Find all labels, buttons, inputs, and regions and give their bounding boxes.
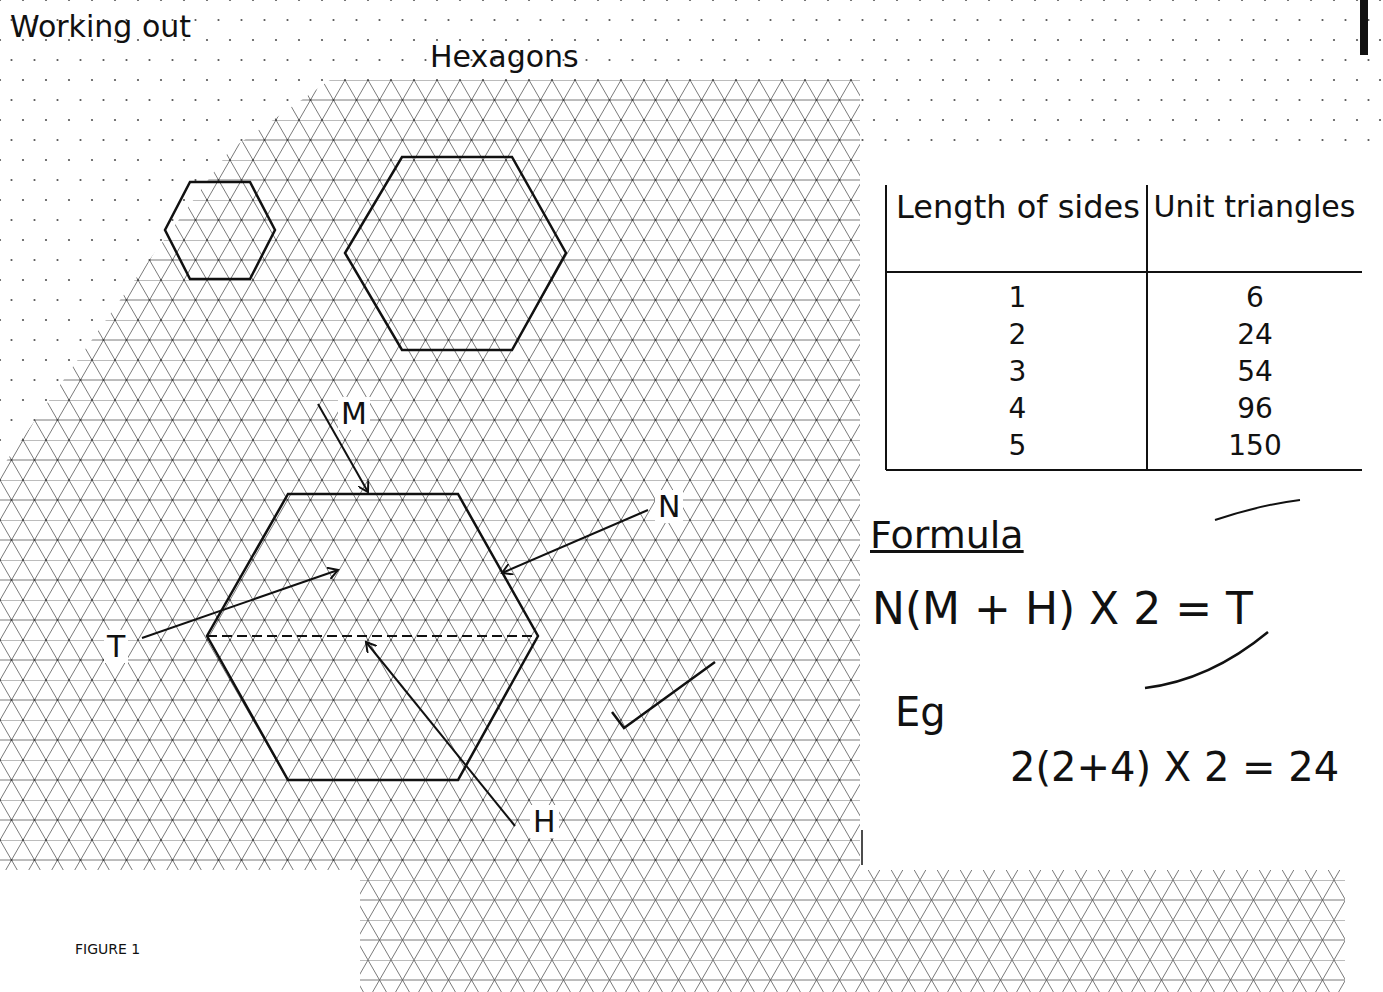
small-hexagon [165, 182, 275, 279]
table-cell: 2 [900, 320, 1135, 351]
callout-letter: N [655, 490, 683, 523]
page-mark [861, 830, 863, 865]
table-line [1146, 185, 1148, 470]
table-cell: 4 [900, 394, 1135, 425]
hexagon-midline [207, 635, 538, 637]
callout-letter: M [338, 397, 370, 430]
page-mark [1360, 0, 1368, 55]
isometric-grid [360, 870, 1345, 992]
formula-heading: Formula [870, 515, 1024, 557]
table-cell: 150 [1150, 431, 1360, 462]
table-cell: 3 [900, 357, 1135, 388]
table-cell: 54 [1150, 357, 1360, 388]
example-formula: 2(2+4) X 2 = 24 [1010, 745, 1339, 789]
callout-letter: H [530, 805, 559, 838]
leader-arrow [142, 570, 338, 638]
tick-mark [1215, 500, 1300, 520]
figure-caption: FIGURE 1 [75, 942, 140, 957]
medium-hexagon [345, 157, 566, 350]
large-hexagon [207, 494, 538, 780]
table-header: Length of sides [893, 190, 1143, 225]
table-cell: 24 [1150, 320, 1360, 351]
callout-letter: T [104, 630, 128, 663]
page-heading: Working out [10, 10, 191, 43]
leader-arrow [502, 510, 648, 573]
table-cell: 96 [1150, 394, 1360, 425]
leader-arrow [366, 642, 515, 826]
isometric-grid [0, 80, 860, 870]
diagram-title: Hexagons [430, 40, 579, 73]
table-header: Unit triangles [1152, 190, 1357, 223]
table-cell: 1 [900, 283, 1135, 314]
table-line [886, 469, 1362, 471]
example-label: Eg [895, 690, 946, 734]
formula-text: N(M + H) X 2 = T [872, 585, 1253, 633]
table-cell: 6 [1150, 283, 1360, 314]
table-line [886, 271, 1362, 273]
tick-mark [612, 662, 715, 728]
table-line [885, 185, 887, 470]
table-cell: 5 [900, 431, 1135, 462]
table-ground [880, 180, 1383, 480]
tick-mark [1145, 632, 1268, 688]
